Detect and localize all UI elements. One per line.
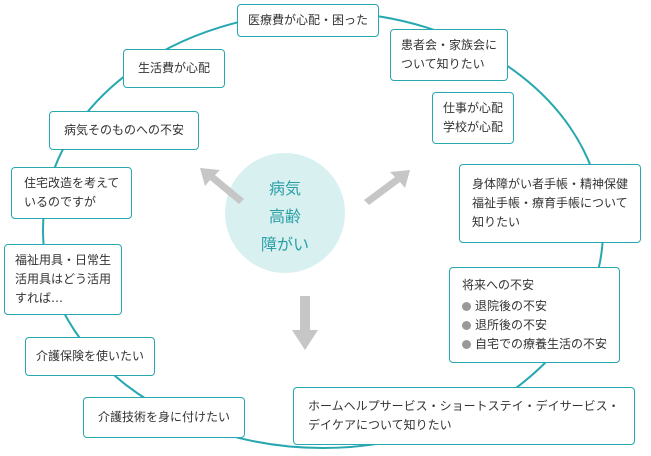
box-future-anxiety: 将来への不安 退院後の不安 退所後の不安 自宅での療養生活の不安 bbox=[449, 267, 621, 363]
box-care-skills-text: 介護技術を身に付けたい bbox=[98, 410, 231, 424]
box-welfare-tools-line3: すれば… bbox=[15, 291, 64, 305]
box-handbooks: 身体障がい者手帳・精神保健 福祉手帳・療育手帳について 知りたい bbox=[459, 164, 642, 243]
list-item-text: 退所後の不安 bbox=[475, 318, 548, 332]
box-handbooks-line1: 身体障がい者手帳・精神保健 bbox=[472, 177, 629, 191]
box-medical-costs-text: 医療費が心配・困った bbox=[248, 13, 369, 27]
future-anxiety-list: 退院後の不安 退所後の不安 自宅での療養生活の不安 bbox=[462, 297, 607, 354]
center-line-disability: 障がい bbox=[260, 235, 309, 254]
box-support-groups-line2: ついて知りたい bbox=[401, 57, 485, 71]
box-living-costs: 生活費が心配 bbox=[123, 49, 226, 88]
box-home-help-line2: デイケアについて知りたい bbox=[308, 418, 452, 432]
box-welfare-tools: 福祉用具・日常生 活用具はどう活用 すれば… bbox=[4, 244, 123, 315]
box-future-anxiety-title: 将来への不安 bbox=[462, 278, 535, 292]
box-illness-anxiety-text: 病気そのものへの不安 bbox=[64, 123, 185, 137]
center-circle: 病気 高齢 障がい bbox=[225, 153, 345, 273]
arrow-down bbox=[292, 296, 318, 350]
box-work-school: 仕事が心配 学校が心配 bbox=[432, 92, 515, 144]
box-welfare-tools-line1: 福祉用具・日常生 bbox=[15, 253, 112, 267]
bullet-icon bbox=[462, 321, 471, 330]
bullet-icon bbox=[462, 302, 471, 311]
box-home-renovation: 住宅改造を考えて いるのですが bbox=[11, 167, 133, 219]
box-home-renovation-line1: 住宅改造を考えて bbox=[24, 176, 120, 190]
box-work-school-line2: 学校が心配 bbox=[443, 120, 504, 134]
arrow-up-left bbox=[200, 168, 244, 204]
box-living-costs-text: 生活費が心配 bbox=[138, 61, 211, 75]
box-medical-costs: 医療費が心配・困った bbox=[237, 4, 380, 37]
box-care-insurance: 介護保険を使いたい bbox=[25, 337, 156, 376]
box-handbooks-line2: 福祉手帳・療育手帳について bbox=[472, 196, 628, 210]
box-care-insurance-text: 介護保険を使いたい bbox=[36, 349, 145, 363]
box-welfare-tools-line2: 活用具はどう活用 bbox=[15, 272, 112, 286]
list-item: 退所後の不安 bbox=[462, 316, 607, 335]
list-item: 退院後の不安 bbox=[462, 297, 607, 316]
center-line-aging: 高齢 bbox=[268, 207, 301, 226]
box-handbooks-line3: 知りたい bbox=[472, 215, 521, 229]
list-item-text: 自宅での療養生活の不安 bbox=[475, 337, 608, 351]
box-home-help-line1: ホームヘルプサービス・ショートステイ・デイサービス・ bbox=[308, 399, 620, 413]
bullet-icon bbox=[462, 340, 471, 349]
box-home-renovation-line2: いるのですが bbox=[24, 195, 97, 209]
box-care-skills: 介護技術を身に付けたい bbox=[83, 397, 246, 438]
list-item-text: 退院後の不安 bbox=[475, 299, 548, 313]
box-work-school-line1: 仕事が心配 bbox=[443, 101, 504, 115]
box-home-help-services: ホームヘルプサービス・ショートステイ・デイサービス・ デイケアについて知りたい bbox=[293, 387, 635, 445]
box-support-groups: 患者会・家族会に ついて知りたい bbox=[390, 29, 509, 81]
box-illness-anxiety: 病気そのものへの不安 bbox=[49, 111, 200, 150]
center-line-illness: 病気 bbox=[268, 179, 301, 198]
list-item: 自宅での療養生活の不安 bbox=[462, 335, 607, 354]
box-support-groups-line1: 患者会・家族会に bbox=[401, 38, 498, 52]
arrow-up-right bbox=[364, 170, 410, 205]
